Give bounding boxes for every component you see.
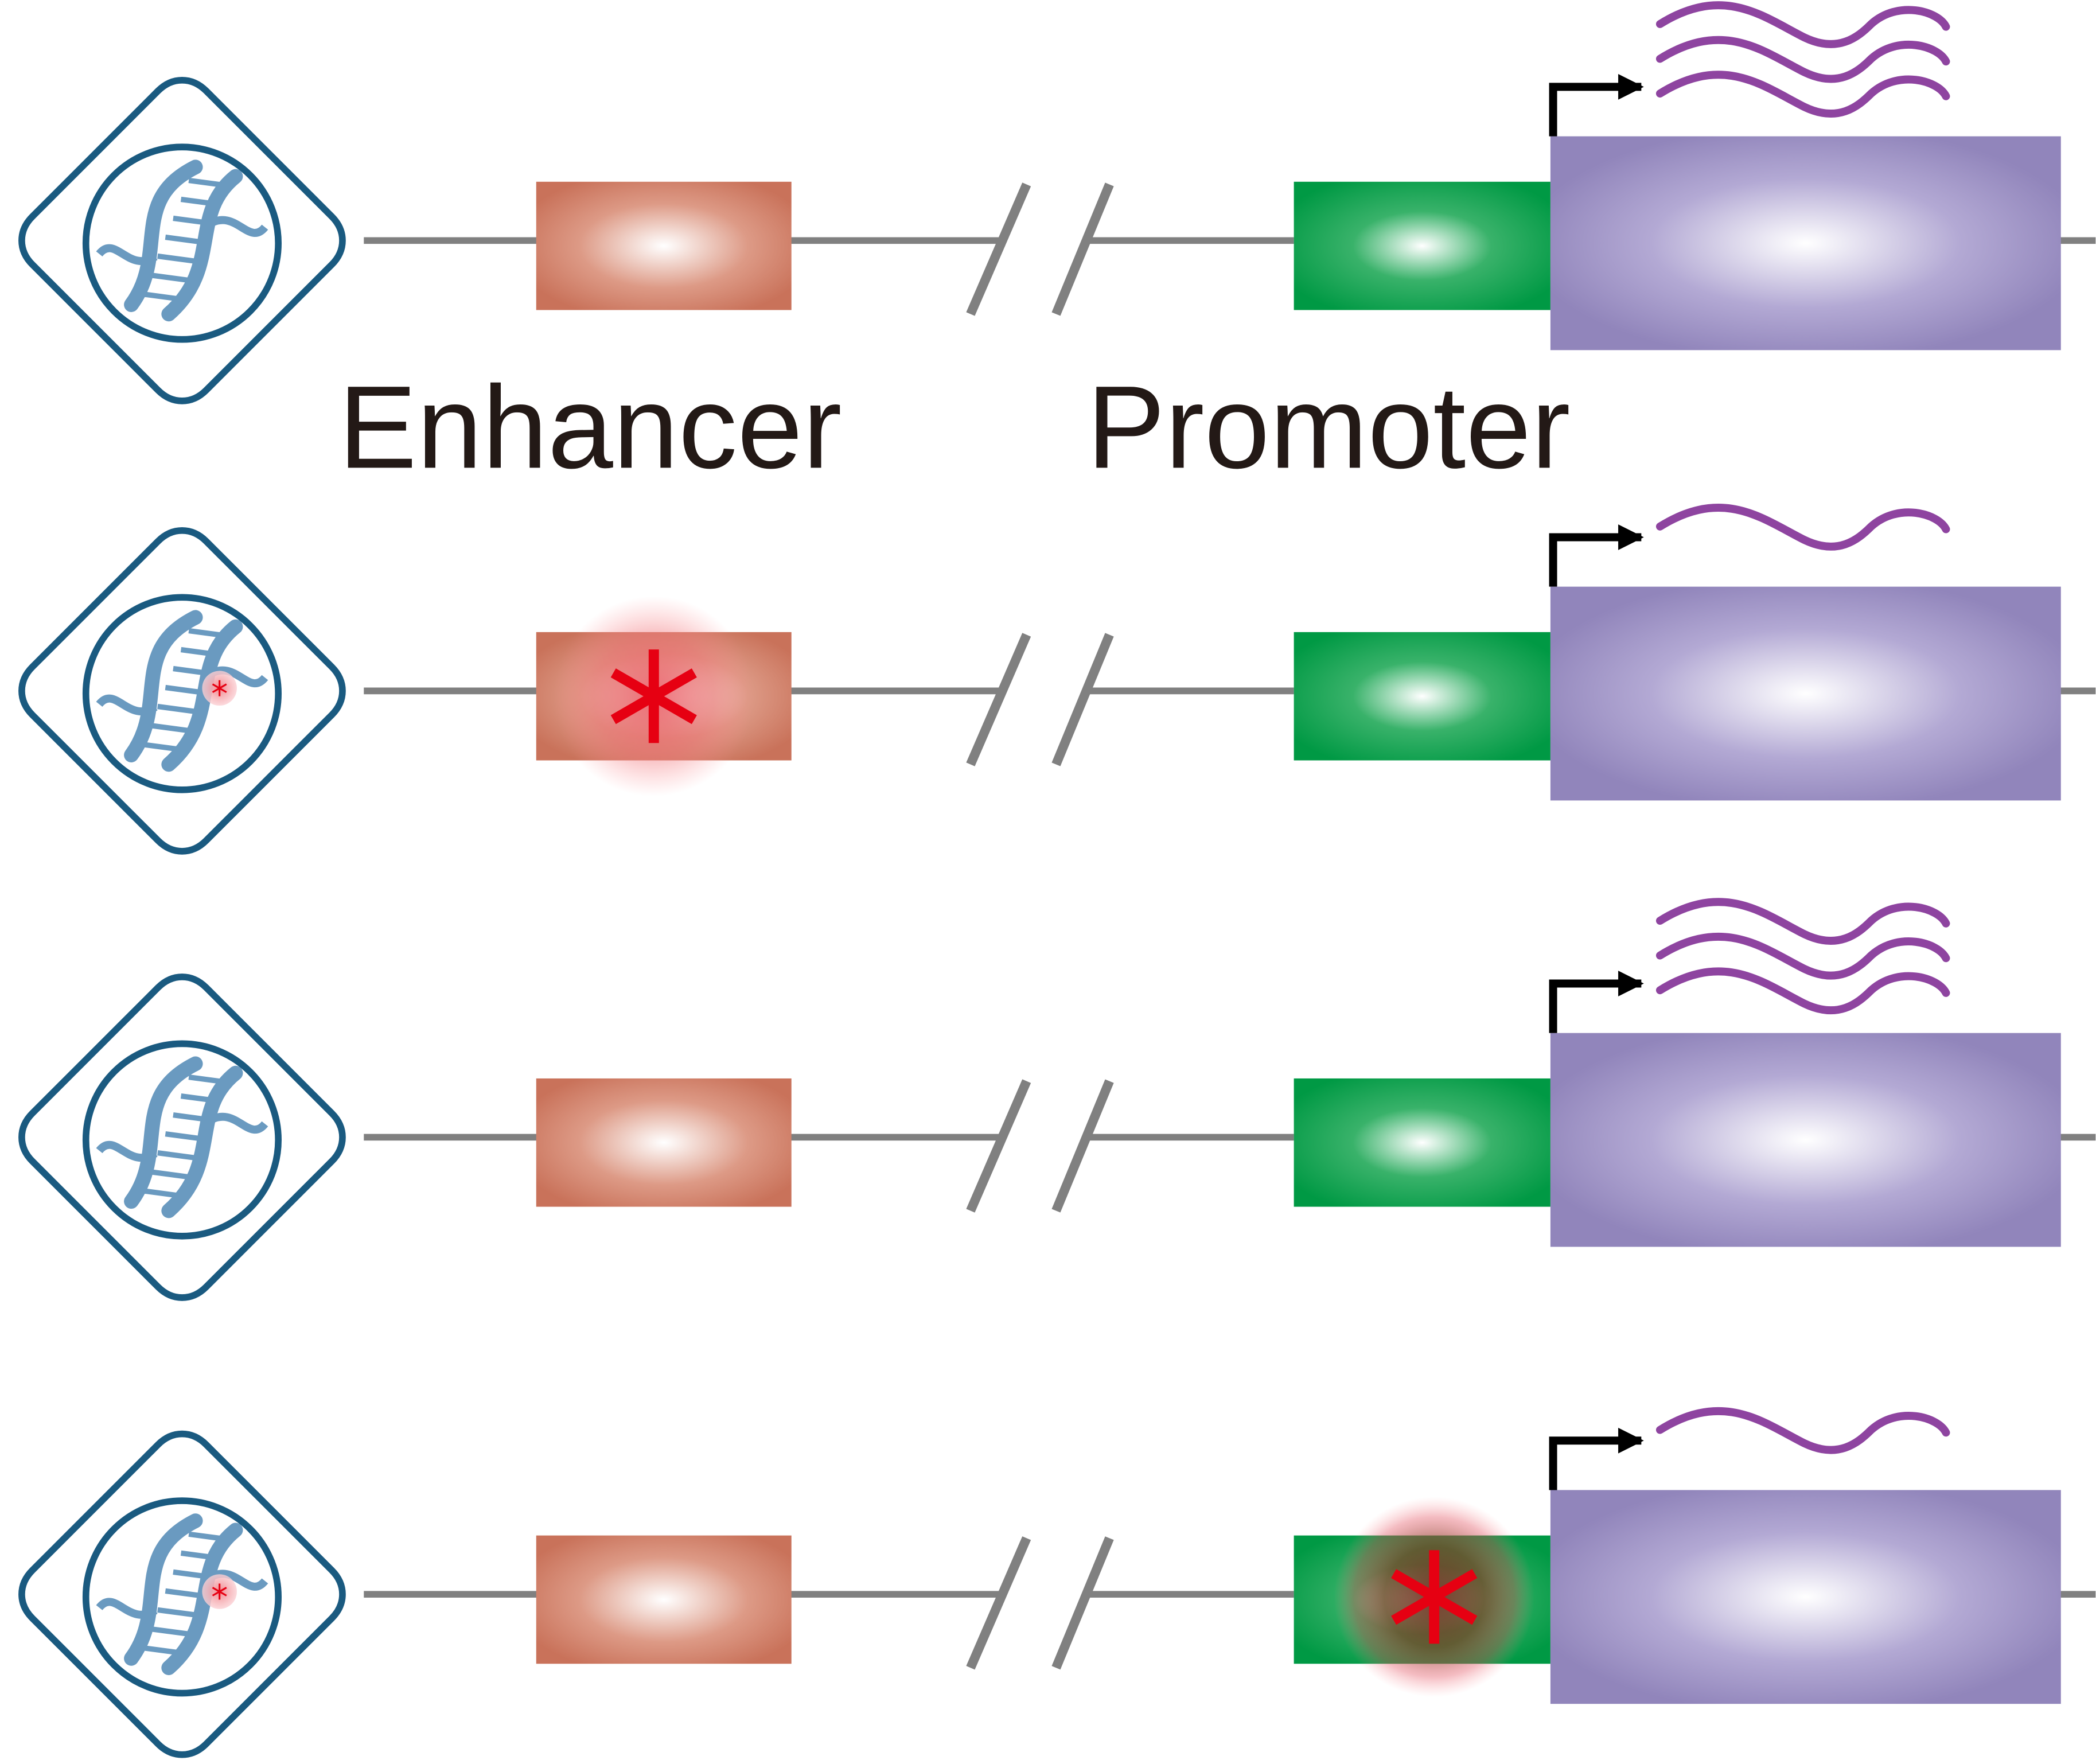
dna-diamond-icon	[18, 1430, 346, 1758]
mrna-wave-icon	[1655, 1407, 1950, 1454]
break-mark	[966, 1079, 1031, 1213]
mrna-wave-icon	[1655, 898, 1950, 945]
dna-helix-icon	[96, 159, 268, 322]
gene-locus-row	[18, 504, 2096, 855]
promoter-block	[1294, 1078, 1550, 1207]
dna-helix-icon	[96, 610, 268, 772]
mrna-wave-icon	[1655, 71, 1950, 118]
gene-body-block	[1550, 136, 2061, 351]
enhancer-block	[536, 181, 792, 310]
transcription-start-arrow-icon	[1549, 1427, 1644, 1490]
gene-body-block	[1550, 1033, 2061, 1247]
enhancer-label: Enhancer	[338, 361, 842, 493]
small-asterisk-icon	[212, 1583, 227, 1600]
break-mark	[1051, 1079, 1114, 1213]
gene-locus-row	[18, 898, 2096, 1301]
dna-diamond-icon	[18, 973, 346, 1301]
small-asterisk-icon	[212, 680, 227, 696]
mrna-wave-icon	[1655, 967, 1950, 1015]
break-mark	[966, 633, 1031, 766]
gene-locus-row	[18, 1, 2096, 404]
dna-diamond-icon	[18, 76, 346, 404]
promoter-block	[1294, 632, 1550, 761]
break-mark	[966, 1536, 1031, 1670]
gene-locus-row	[18, 1407, 2096, 1758]
asterisk-mutation-icon	[610, 649, 697, 743]
dna-helix-icon	[96, 1056, 268, 1218]
promoter-label: Promoter	[1087, 361, 1571, 493]
gene-body-block	[1550, 586, 2061, 801]
transcription-start-arrow-icon	[1549, 524, 1644, 587]
break-mark	[1051, 182, 1114, 316]
enhancer-block	[536, 1535, 792, 1664]
break-mark	[966, 182, 1031, 316]
mrna-wave-icon	[1655, 36, 1950, 83]
dna-diamond-icon	[18, 527, 346, 855]
break-mark	[1051, 633, 1114, 766]
asterisk-mutation-icon	[1391, 1550, 1478, 1644]
dna-helix-icon	[96, 1513, 268, 1676]
transcription-start-arrow-icon	[1549, 74, 1644, 137]
enhancer-block	[536, 1078, 792, 1207]
gene-body-block	[1550, 1490, 2061, 1704]
promoter-block	[1294, 181, 1550, 310]
mrna-wave-icon	[1655, 932, 1950, 980]
mrna-wave-icon	[1655, 1, 1950, 48]
mrna-wave-icon	[1655, 504, 1950, 551]
transcription-start-arrow-icon	[1549, 971, 1644, 1033]
break-mark	[1051, 1536, 1114, 1670]
